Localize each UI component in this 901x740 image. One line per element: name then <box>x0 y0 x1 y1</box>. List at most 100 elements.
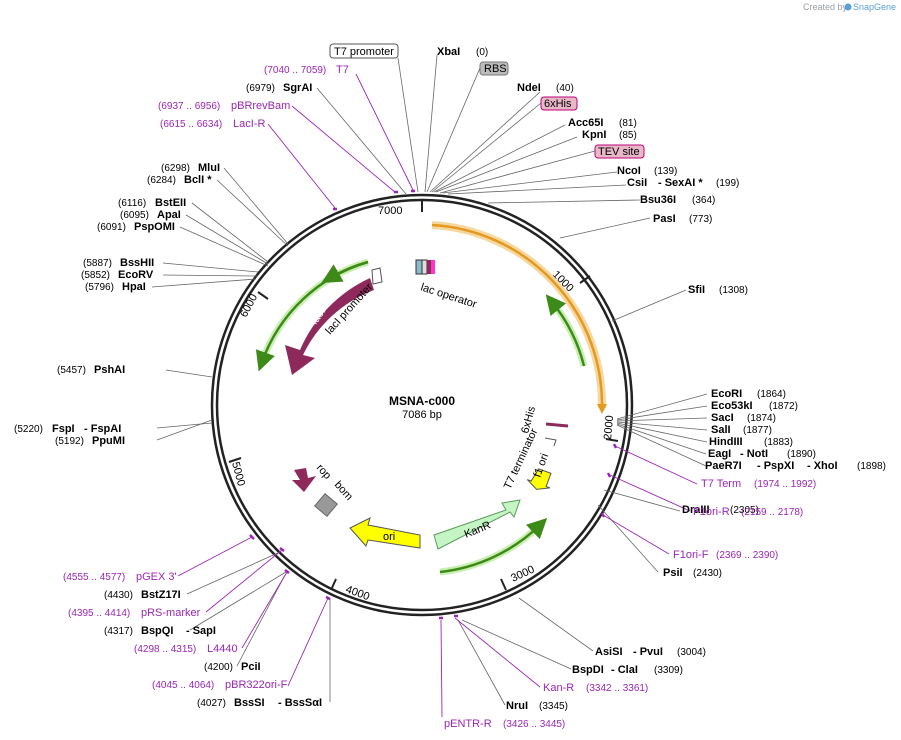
leader-lines <box>151 54 708 706</box>
primer-l4440-range: (4298 .. 4315) <box>134 644 196 655</box>
laci-promoter-marker <box>371 267 383 285</box>
enzyme-xhoi[interactable]: - XhoI <box>807 460 838 472</box>
primer-f1ori-f[interactable]: F1ori-F <box>673 549 709 561</box>
ori-arrow <box>349 517 421 549</box>
his-tag-feature-label: 6xHis <box>544 98 572 110</box>
enzyme-sexai[interactable]: - SexAI * <box>658 177 703 189</box>
primer-prs-marker-range: (4395 .. 4414) <box>68 608 130 619</box>
primer-laci-r[interactable]: LacI-R <box>233 118 265 130</box>
enzyme-acc65i[interactable]: Acc65I <box>568 117 603 129</box>
enzyme-nrui[interactable]: NruI <box>506 700 528 712</box>
primer-pbrrevbam-range: (6937 .. 6956) <box>158 101 220 112</box>
enzyme-bsteii[interactable]: BstEII <box>155 197 186 209</box>
laci-label: lacI <box>309 306 329 327</box>
primer-pgex3-range: (4555 .. 4577) <box>63 572 125 583</box>
enzyme-eco53ki-pos: (1872) <box>769 401 798 412</box>
enzyme-ndei-pos: (40) <box>556 83 574 94</box>
enzyme-hpai[interactable]: HpaI <box>122 281 146 293</box>
enzyme-bspqi[interactable]: BspQI <box>141 625 173 637</box>
enzyme-pasi[interactable]: PasI <box>653 213 676 225</box>
enzyme-hindiii[interactable]: HindIII <box>709 436 743 448</box>
primer-pgex3[interactable]: pGEX 3' <box>136 571 177 583</box>
enzyme-bcli[interactable]: BclI * <box>184 174 212 186</box>
enzyme-pspomi[interactable]: PspOMI <box>134 221 175 233</box>
enzyme-psii[interactable]: PsiI <box>663 567 683 579</box>
enzyme-ecori[interactable]: EcoRI <box>711 388 742 400</box>
enzyme-pcii[interactable]: PciI <box>241 661 261 673</box>
enzyme-draiii[interactable]: DraIII <box>682 504 710 516</box>
enzyme-kpni[interactable]: KpnI <box>582 129 606 141</box>
laci-arrow <box>285 278 374 375</box>
enzyme-bsteii-pos: (6116) <box>118 198 146 209</box>
enzyme-sapi[interactable]: - SapI <box>186 625 216 637</box>
tick-label-7000: 7000 <box>378 205 402 217</box>
enzyme-bsssi[interactable]: BssSI <box>234 697 265 709</box>
green-arc-right <box>545 294 586 367</box>
enzyme-bspdi[interactable]: BspDI <box>572 664 604 676</box>
enzyme-pshai-pos: (5457) <box>57 365 86 376</box>
enzyme-bspqi-pos: (4317) <box>104 626 133 637</box>
primer-pentr-r[interactable]: pENTR-R <box>444 718 492 730</box>
enzyme-saci[interactable]: SacI <box>711 412 734 424</box>
primer-kan-r[interactable]: Kan-R <box>543 682 574 694</box>
enzyme-sali[interactable]: SalI <box>711 424 731 436</box>
enzyme-eco53ki[interactable]: Eco53kI <box>711 400 753 412</box>
primer-t7-term[interactable]: T7 Term <box>701 478 741 490</box>
enzyme-pvui[interactable]: - PvuI <box>633 646 663 658</box>
primer-prs-marker[interactable]: pRS-marker <box>141 607 201 619</box>
primer-pbrrevbam[interactable]: pBRrevBam <box>231 100 290 112</box>
enzyme-sgrai[interactable]: SgrAI <box>283 82 312 94</box>
enzyme-pspomi-pos: (6091) <box>97 222 126 233</box>
enzyme-asisi[interactable]: AsiSI <box>595 646 623 658</box>
enzyme-bsshii-pos: (5887) <box>83 258 112 269</box>
enzyme-xbai[interactable]: XbaI <box>437 46 460 58</box>
enzyme-mlui[interactable]: MluI <box>198 162 220 174</box>
enzyme-csii-pos: (199) <box>716 178 739 189</box>
enzyme-eagi[interactable]: EagI <box>708 448 731 460</box>
enzyme-ecori-pos: (1864) <box>757 389 786 400</box>
primer-t7[interactable]: T7 <box>336 64 349 76</box>
enzyme-pcii-pos: (4200) <box>204 662 233 673</box>
enzyme-fspai[interactable]: - FspAI <box>84 423 121 435</box>
primer-pbr322ori-f[interactable]: pBR322ori-F <box>225 679 288 691</box>
primer-f1ori-r[interactable]: F1ori-R <box>693 506 730 518</box>
enzyme-apai-pos: (6095) <box>120 210 149 221</box>
rop-arrow <box>292 468 316 492</box>
enzyme-sali-pos: (1877) <box>743 425 772 436</box>
enzyme-paer7i[interactable]: PaeR7I <box>705 460 742 472</box>
enzyme-fspi[interactable]: FspI <box>52 423 75 435</box>
enzyme-fspi-pos: (5220) <box>14 424 43 435</box>
enzyme-pshai[interactable]: PshAI <box>94 364 125 376</box>
enzyme-bsu36i[interactable]: Bsu36I <box>640 194 676 206</box>
enzyme-clai[interactable]: - ClaI <box>611 664 638 676</box>
enzyme-psii-pos: (2430) <box>693 568 722 579</box>
enzyme-nrui-pos: (3345) <box>539 701 568 712</box>
enzyme-pspxi[interactable]: - PspXI <box>757 460 794 472</box>
enzyme-sfii[interactable]: SfiI <box>688 284 705 296</box>
enzyme-ecorv[interactable]: EcoRV <box>118 269 154 281</box>
enzyme-paer7i-pos: (1898) <box>857 461 886 472</box>
enzyme-bcli-pos: (6284) <box>147 175 176 186</box>
enzyme-ndei[interactable]: NdeI <box>517 82 541 94</box>
enzyme-csii[interactable]: CsiI <box>627 177 647 189</box>
brand-created-by: Created by <box>803 2 848 12</box>
plasmid-length: 7086 bp <box>402 409 442 421</box>
enzyme-ppumi[interactable]: PpuMI <box>92 435 125 447</box>
enzyme-ppumi-pos: (5192) <box>55 436 84 447</box>
primer-marks <box>249 189 618 620</box>
enzyme-noti[interactable]: - NotI <box>740 448 768 460</box>
enzyme-ncoi[interactable]: NcoI <box>617 165 641 177</box>
lac-operator-label: lac operator <box>419 281 478 310</box>
enzyme-pasi-pos: (773) <box>689 214 712 225</box>
enzyme-ncoi-pos: (139) <box>654 166 677 177</box>
enzyme-apai[interactable]: ApaI <box>157 209 181 221</box>
enzyme-bstz17i[interactable]: BstZ17I <box>141 589 181 601</box>
green-arc-left-top <box>321 260 369 284</box>
enzyme-bsssai[interactable]: - BssSαI <box>278 697 322 709</box>
primer-l4440[interactable]: L4440 <box>207 643 238 655</box>
enzyme-sgrai-pos: (6979) <box>246 83 275 94</box>
enzyme-bsshii[interactable]: BssHII <box>120 257 154 269</box>
t7-promoter-feature-label: T7 promoter <box>334 46 394 58</box>
enzyme-ecorv-pos: (5852) <box>81 270 110 281</box>
